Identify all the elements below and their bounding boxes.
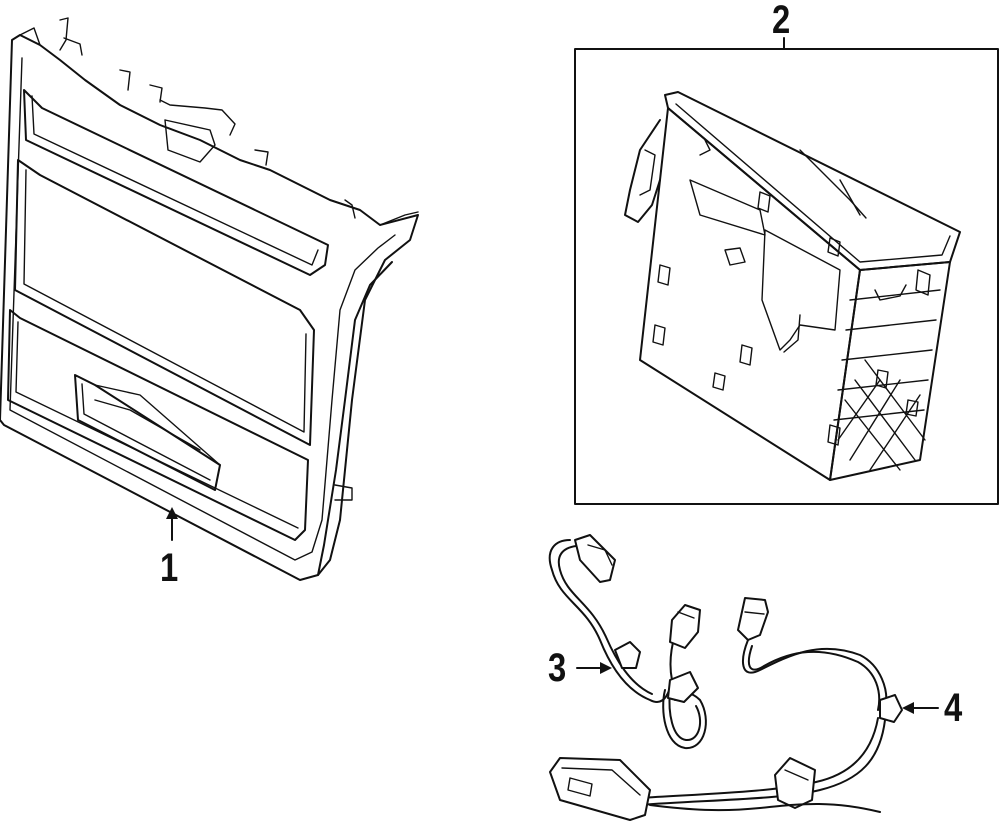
callout-part-2: 2 [772,0,791,42]
part-4-cable [549,597,939,821]
callout-part-1: 1 [160,546,179,590]
part-2-module-box [574,37,999,505]
part-1-bezel-panel [0,17,419,581]
callout-part-4: 4 [944,686,963,730]
part-3-harness [548,534,707,750]
callout-part-3: 3 [548,646,567,690]
